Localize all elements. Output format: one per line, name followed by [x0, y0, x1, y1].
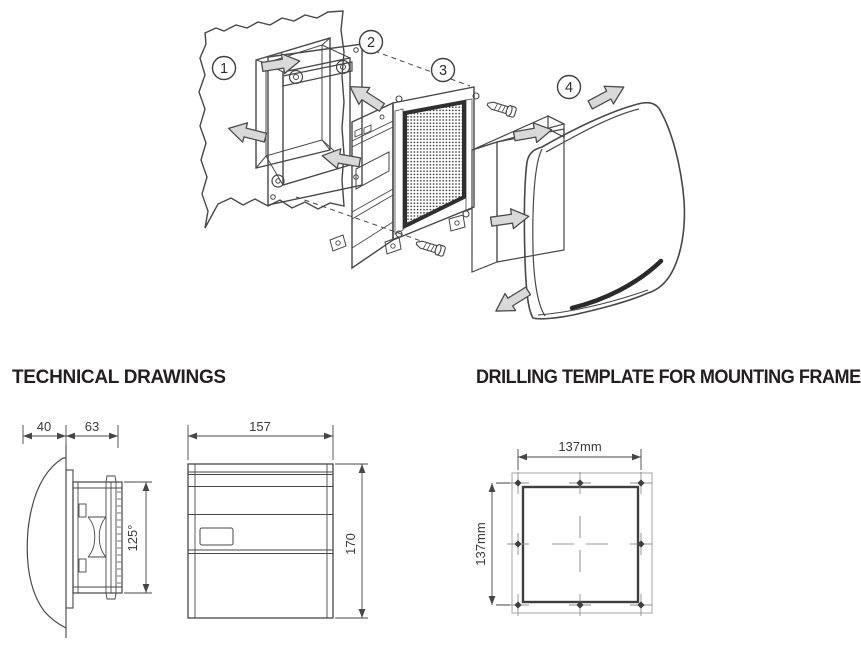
assembly-arrow-icon [511, 119, 555, 147]
drilling-template-drawing: 137mm 137mm [473, 439, 653, 616]
dim-depth-cowl: 40 [37, 419, 51, 434]
dim-template-height: 137mm [473, 522, 488, 565]
fan-mesh-grille [403, 99, 466, 230]
technical-drawings-heading: TECHNICAL DRAWINGS [12, 367, 226, 388]
assembly-arrow-icon [225, 118, 269, 148]
dim-front-width: 157 [249, 419, 271, 434]
template-outer-square [511, 472, 653, 614]
exploded-assembly-diagram: 1 2 3 4 [198, 10, 686, 321]
svg-text:3: 3 [439, 63, 447, 79]
dim-depth-body: 63 [85, 419, 99, 434]
callout-1: 1 [211, 55, 237, 81]
cowl-side-profile [26, 457, 67, 629]
drilling-template-heading: DRILLING TEMPLATE FOR MOUNTING FRAME [476, 367, 861, 388]
callout-2: 2 [358, 29, 384, 55]
fan-unit-part [329, 86, 480, 270]
svg-text:2: 2 [367, 35, 375, 51]
dim-template-width: 137mm [558, 439, 601, 454]
template-inner-square [521, 485, 640, 604]
assembly-arrow-icon [489, 281, 535, 321]
cowl-vent-slot [569, 258, 664, 311]
frame-corner-boss [271, 59, 351, 188]
drill-hole-marks [507, 472, 652, 616]
dim-front-height: 170 [343, 533, 358, 555]
dim-side-height: 125° [125, 525, 140, 552]
alignment-dashed-guide [295, 47, 471, 243]
side-view-drawing: 40 63 125° [22, 419, 152, 638]
fan-fin-band [394, 108, 404, 235]
callout-3: 3 [430, 57, 456, 83]
svg-text:1: 1 [220, 61, 228, 77]
fan-mounting-foot [329, 214, 466, 255]
fan-fin-band [465, 98, 473, 212]
callout-4: 4 [556, 74, 582, 100]
front-view-drawing: 157 170 [187, 419, 368, 619]
screw-icon [485, 98, 518, 119]
exterior-cowl-part [523, 101, 686, 320]
product-label-plate [199, 527, 234, 546]
fan-corner-boss [395, 92, 480, 238]
assembly-arrow-icon [343, 77, 389, 117]
center-crosshair [552, 516, 608, 572]
screw-icon [414, 237, 447, 258]
fan-side-label [355, 151, 390, 190]
svg-text:4: 4 [565, 80, 573, 96]
